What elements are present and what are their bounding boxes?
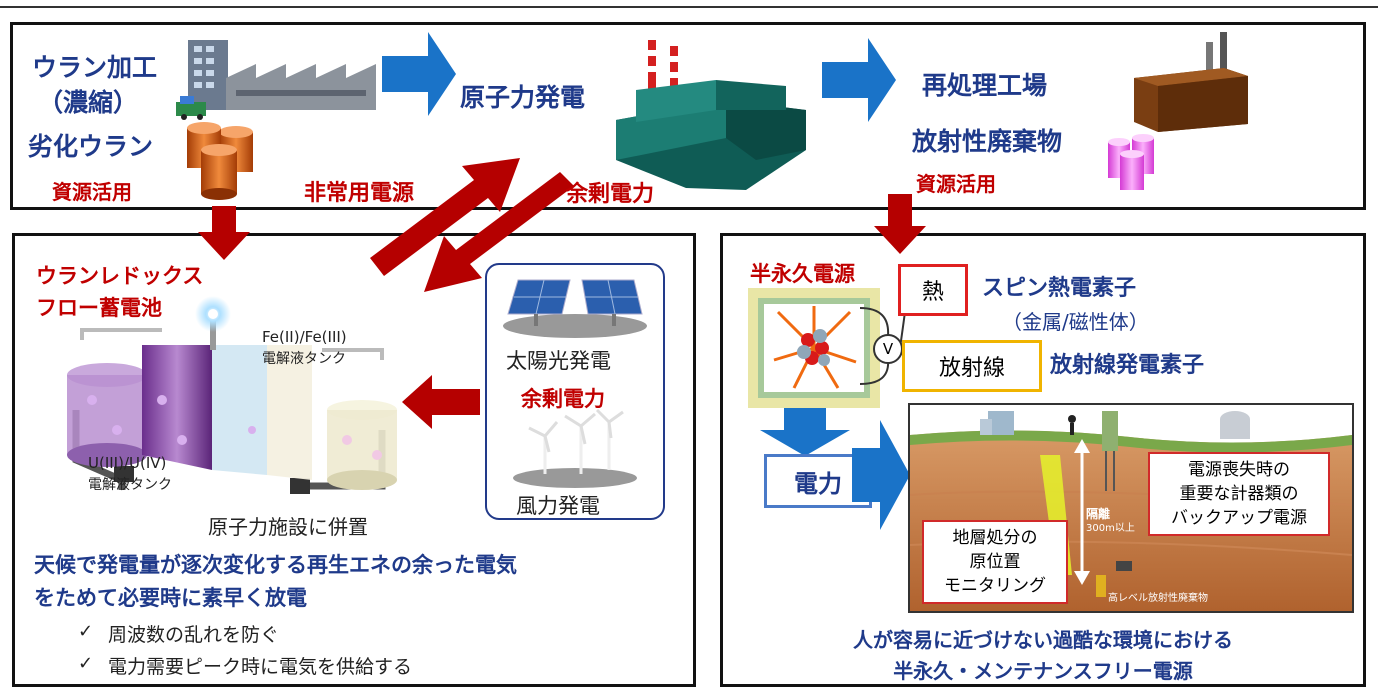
surplus-power-label: 余剰電力 xyxy=(521,387,605,411)
backup-line3: バックアップ電源 xyxy=(1171,508,1307,528)
battery-title-line1: ウランレドックス xyxy=(36,264,204,288)
check-icon: ✓ xyxy=(78,653,94,674)
radiation-element-label: 放射線発電素子 xyxy=(1050,353,1205,378)
solar-panel-icon xyxy=(503,279,647,338)
wind-label: 風力発電 xyxy=(516,494,600,518)
emergency-power-label: 非常用電源 xyxy=(304,181,415,206)
fe-tank-label-line1: Fe(II)/Fe(III) xyxy=(262,328,347,346)
radioactive-waste-cylinders-icon xyxy=(1108,134,1154,190)
radiation-label: 放射線 xyxy=(938,356,1005,381)
flow-arrow-to-reprocessing xyxy=(822,38,896,122)
down-arrow-right xyxy=(874,194,926,254)
spin-element-label: スピン熱電素子 xyxy=(982,276,1137,301)
resource-use-right-label: 資源活用 xyxy=(916,172,996,196)
radioactive-atom-icon xyxy=(773,306,857,389)
wind-turbine-icon xyxy=(513,408,637,488)
hlw-label: 高レベル放射性廃棄物 xyxy=(1108,593,1208,604)
reprocessing-plant-icon xyxy=(1134,32,1248,132)
surplus-power-arrow xyxy=(424,172,574,292)
power-down-arrow xyxy=(760,408,850,456)
fe-tank-label-line2: 電解液タンク xyxy=(262,351,346,367)
spin-sub-label: （金属/磁性体） xyxy=(1002,310,1149,334)
nuclear-power-label: 原子力発電 xyxy=(460,83,586,112)
backup-line2: 重要な計器類の xyxy=(1179,484,1299,504)
monitor-line2: 原位置 xyxy=(969,552,1021,572)
colocation-label: 原子力施設に併置 xyxy=(208,515,368,539)
depleted-uranium-cylinders-icon xyxy=(187,122,253,200)
flow-arrow-to-nuclear xyxy=(382,32,456,116)
bullet-1: 周波数の乱れを防ぐ xyxy=(108,624,280,646)
isolation-label: 隔離 xyxy=(1086,507,1111,521)
u-tank-label-line1: U(III)/U(IV) xyxy=(88,454,167,472)
enrichment-label: （濃縮） xyxy=(38,88,139,117)
monitor-line1: 地層処分の xyxy=(952,528,1038,548)
battery-title-line2: フロー蓄電池 xyxy=(36,296,162,320)
depth-label: 300m以上 xyxy=(1086,523,1135,534)
resource-use-left-label: 資源活用 xyxy=(52,180,132,204)
heat-label: 熱 xyxy=(921,280,944,305)
left-summary-line2: をためて必要時に素早く放電 xyxy=(34,586,307,610)
reprocessing-plant-label: 再処理工場 xyxy=(922,71,1048,100)
power-right-arrow xyxy=(852,420,910,530)
radioactive-waste-label: 放射性廃棄物 xyxy=(912,127,1063,156)
bullet-2: 電力需要ピーク時に電気を供給する xyxy=(108,656,413,678)
monitor-line3: モニタリング xyxy=(944,576,1046,596)
radiation-box: 放射線 xyxy=(902,340,1042,392)
electricity-label: 電力 xyxy=(794,469,842,498)
top-rule xyxy=(0,6,1378,8)
backup-line1: 電源喪失時の xyxy=(1188,460,1290,480)
depleted-uranium-label: 劣化ウラン xyxy=(28,132,154,161)
check-icon: ✓ xyxy=(78,621,94,642)
monitoring-box: 地層処分の 原位置 モニタリング xyxy=(922,520,1068,604)
nuclear-plant-icon xyxy=(616,40,806,190)
redox-flow-battery-illustration xyxy=(67,296,397,494)
right-summary-line2: 半永久・メンテナンスフリー電源 xyxy=(893,659,1193,683)
u-tank-label-line2: 電解液タンク xyxy=(88,477,172,493)
semi-permanent-label: 半永久電源 xyxy=(750,262,855,286)
down-arrow-left xyxy=(198,206,250,260)
uranium-processing-label: ウラン加工 xyxy=(32,53,158,82)
renewable-box xyxy=(485,263,665,520)
surplus-to-battery-arrow xyxy=(402,375,480,429)
heat-box: 熱 xyxy=(898,264,968,316)
factory-icon xyxy=(176,40,376,120)
emergency-power-arrow xyxy=(370,158,520,276)
voltmeter-icon: V xyxy=(873,334,903,364)
left-summary-line1: 天候で発電量が逐次変化する再生エネの余った電気 xyxy=(34,553,517,577)
surplus-power-top-label: 余剰電力 xyxy=(566,182,655,207)
backup-power-box: 電源喪失時の 重要な計器類の バックアップ電源 xyxy=(1148,452,1330,536)
right-summary-line1: 人が容易に近づけない過酷な環境における xyxy=(853,628,1233,652)
solar-label: 太陽光発電 xyxy=(506,349,611,373)
